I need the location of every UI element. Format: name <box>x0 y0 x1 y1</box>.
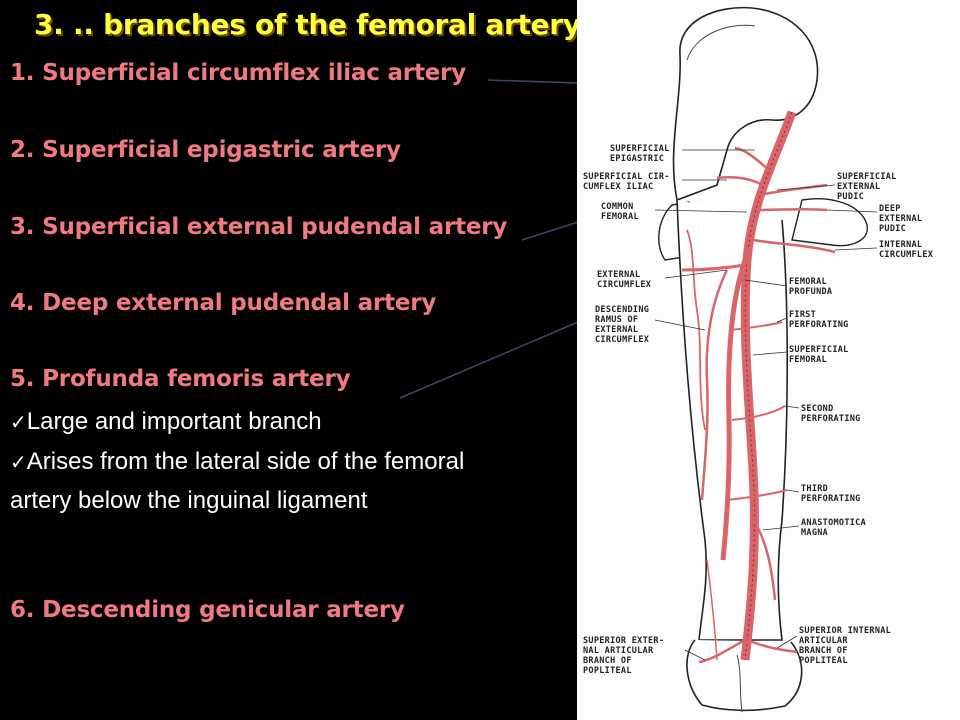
leader-line-3 <box>521 221 579 241</box>
label-superior-internal-articular: SUPERIOR INTERNAL ARTICULAR BRANCH OF PO… <box>799 626 892 666</box>
label-first-perforating: FIRST PERFORATING <box>789 310 849 330</box>
bullet-text: Large and important branch <box>26 408 322 435</box>
femur-drawing <box>654 6 878 713</box>
branch-6: 6. Descending genicular artery <box>10 597 405 623</box>
check-icon: ✓ <box>10 412 27 434</box>
label-third-perforating: THIRD PERFORATING <box>801 484 861 504</box>
branch-3: 3. Superficial external pudendal artery <box>10 214 508 240</box>
label-deep-external-pudic: DEEP EXTERNAL PUDIC <box>879 204 923 234</box>
leader-line-5 <box>399 321 579 399</box>
branch-5: 5. Profunda femoris artery <box>10 366 351 392</box>
label-common-femoral: COMMON FEMORAL <box>601 202 639 222</box>
bullet-item: ✓Arises from the lateral side of the fem… <box>10 443 480 521</box>
check-icon: ✓ <box>10 451 27 474</box>
label-superior-external-articular: SUPERIOR EXTER- NAL ARTICULAR BRANCH OF … <box>583 636 665 676</box>
slide-title: 3. .. branches of the femoral artery <box>34 8 581 41</box>
femoral-artery-illustration: SUPERFICIAL EPIGASTRIC SUPERFICIAL CIR- … <box>577 0 960 720</box>
bullet-text: Arises from the lateral side of the femo… <box>10 447 465 515</box>
label-superficial-circumflex-iliac: SUPERFICIAL CIR- CUMFLEX ILIAC <box>583 172 670 192</box>
label-superficial-femoral: SUPERFICIAL FEMORAL <box>789 345 849 365</box>
label-descending-ramus: DESCENDING RAMUS OF EXTERNAL CIRCUMFLEX <box>595 305 650 345</box>
label-femoral-profunda: FEMORAL PROFUNDA <box>789 277 833 297</box>
branch-1: 1. Superficial circumflex iliac artery <box>10 60 467 86</box>
bullet-item: ✓Large and important branch <box>10 403 480 443</box>
label-internal-circumflex: INTERNAL CIRCUMFLEX <box>879 240 934 260</box>
bullet-list: ✓Large and important branch ✓Arises from… <box>10 403 480 521</box>
label-second-perforating: SECOND PERFORATING <box>801 404 861 424</box>
label-anastomotica-magna: ANASTOMOTICA MAGNA <box>801 518 867 538</box>
label-superficial-epigastric: SUPERFICIAL EPIGASTRIC <box>610 144 670 164</box>
label-external-circumflex: EXTERNAL CIRCUMFLEX <box>597 270 652 290</box>
leader-line-1 <box>487 79 579 84</box>
label-superficial-external-pudic: SUPERFICIAL EXTERNAL PUDIC <box>837 172 897 202</box>
branch-4: 4. Deep external pudendal artery <box>10 290 437 316</box>
branch-2: 2. Superficial epigastric artery <box>10 137 401 163</box>
